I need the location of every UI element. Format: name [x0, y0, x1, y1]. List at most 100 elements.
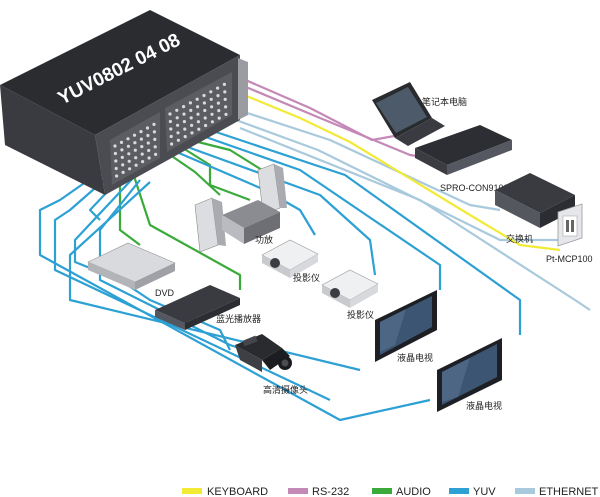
switcher-port: [188, 101, 192, 105]
switcher-port: [152, 130, 156, 134]
yuv-cable-camera: [98, 179, 246, 352]
projector-1: [261, 239, 319, 278]
switcher-port: [224, 105, 228, 109]
switcher-port: [175, 108, 179, 112]
switcher-port: [223, 97, 227, 101]
switcher-port: [202, 101, 206, 105]
legend-item-rs232: RS-232: [288, 486, 349, 497]
yuv-cable-lcd2: [209, 128, 522, 335]
switcher-port: [209, 90, 213, 94]
switcher-port: [120, 155, 124, 159]
bluray-player: [155, 285, 240, 330]
projector-1-label: 投影仪: [293, 272, 320, 284]
switcher-port: [203, 116, 207, 120]
switcher-port: [141, 160, 145, 164]
laptop-label: 笔记本电脑: [422, 96, 467, 108]
yuv-cable-proj2: [181, 143, 377, 276]
switcher-ports: [110, 72, 232, 185]
switcher-port: [134, 156, 138, 160]
switcher-port: [114, 159, 118, 163]
laptop: [372, 82, 445, 146]
legend-label-audio: AUDIO: [396, 486, 431, 497]
switcher-port: [126, 144, 130, 148]
rs232-cable-laptop: [233, 73, 401, 142]
switcher-top: [0, 10, 240, 135]
switcher-port: [113, 151, 117, 156]
switcher-port: [169, 134, 173, 139]
switcher-port: [195, 97, 199, 101]
switcher-port: [216, 86, 220, 90]
switcher-port: [121, 170, 125, 174]
switcher-port: [134, 163, 138, 167]
spro-label: SPRO-CON9100: [440, 183, 509, 193]
matrix-switcher: YUV0802 04 08: [0, 10, 248, 195]
switcher-port: [139, 130, 143, 134]
switch-label: 交换机: [506, 233, 533, 245]
switcher-port: [147, 148, 151, 153]
keyboard-cable: [231, 88, 561, 252]
switcher-port: [121, 163, 125, 167]
switcher-port: [224, 112, 228, 116]
switcher-port: [217, 116, 221, 120]
legend-swatch-yuv: [449, 488, 469, 494]
switcher-port: [176, 123, 180, 127]
switcher-port: [119, 140, 124, 144]
legend-label-keyboard: KEYBOARD: [207, 486, 268, 497]
switcher-port: [222, 82, 226, 86]
switcher-port: [154, 152, 158, 156]
legend-item-keyboard: KEYBOARD: [182, 486, 268, 497]
switcher-port: [202, 93, 206, 98]
switcher-port: [114, 166, 118, 171]
switcher-port: [145, 126, 150, 130]
yuv-cable-2: [53, 167, 331, 401]
switcher-port: [113, 144, 117, 148]
switcher-port: [210, 112, 214, 116]
switcher-port: [146, 141, 150, 145]
yuv-cable-lcd-low: [68, 181, 361, 372]
camera-label: 高清摄像头: [263, 384, 308, 396]
switcher-port: [217, 109, 221, 113]
switcher-port: [133, 148, 137, 152]
switcher-port: [126, 137, 130, 141]
switcher-port: [189, 116, 193, 120]
legend-item-ethernet: ETHERNET: [515, 486, 599, 497]
port-dots: [113, 82, 228, 178]
amplifier-label: 功放: [255, 234, 273, 246]
switcher-port: [190, 123, 194, 127]
spro-controller: [415, 125, 512, 175]
switcher-port: [203, 108, 207, 113]
ptmcp-label: Pt-MCP100: [546, 254, 593, 264]
dvd-player: [87, 242, 176, 290]
switcher-port: [204, 123, 208, 128]
switcher-port: [182, 112, 186, 116]
switcher-port: [210, 105, 214, 109]
switcher-port: [196, 105, 200, 109]
audio-cable-bluray: [130, 169, 242, 290]
switcher-port: [115, 174, 119, 178]
switcher-port: [168, 119, 172, 124]
switcher-port: [140, 152, 144, 156]
legend-label-rs232: RS-232: [312, 486, 349, 497]
switcher-port: [140, 145, 144, 149]
legend-label-yuv: YUV: [473, 486, 496, 497]
switcher-port: [183, 135, 187, 139]
dvd-label: DVD: [155, 288, 175, 298]
switcher-port: [132, 133, 137, 137]
switcher-port: [139, 137, 143, 141]
switcher-port: [183, 127, 187, 131]
amplifier: [194, 163, 287, 253]
switcher-port: [196, 112, 200, 116]
lcd-tv-2-label: 液晶电视: [466, 400, 502, 412]
switcher-port: [190, 131, 194, 135]
switcher-port: [216, 101, 220, 105]
switcher-port: [182, 105, 186, 109]
legend-swatch-keyboard: [182, 488, 202, 494]
legend-swatch-audio: [372, 488, 392, 494]
switcher-port: [169, 127, 173, 131]
switcher-port: [133, 141, 137, 145]
switcher-rack-ear: [238, 58, 248, 120]
yuv-cable-lcd1: [199, 133, 442, 290]
legend-swatch-rs232: [288, 488, 308, 494]
